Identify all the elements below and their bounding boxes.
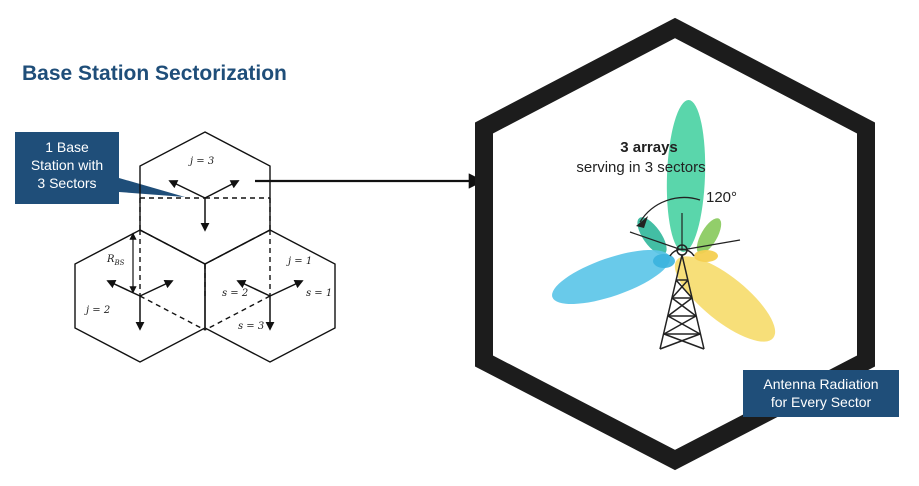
- callout-base-station: 1 Base Station with 3 Sectors: [15, 132, 119, 204]
- sector-arrows-top: [168, 180, 240, 232]
- angle-arc: [639, 196, 701, 223]
- page-title: Base Station Sectorization: [22, 62, 287, 85]
- callout-right-line1: Antenna Radiation: [763, 376, 879, 392]
- callout-left-line3: 3 Sectors: [37, 175, 97, 191]
- antenna-text-line2: serving in 3 sectors: [576, 159, 705, 176]
- label-j2: j = 2: [84, 305, 110, 316]
- callout-left-line2: Station with: [30, 157, 104, 173]
- callout-left-line1: 1 Base: [45, 139, 89, 155]
- sector-arrows-left: [106, 279, 174, 331]
- angle-label: 120°: [706, 189, 737, 206]
- label-s3: s = 3: [238, 321, 264, 332]
- label-j1: j = 1: [286, 256, 312, 267]
- large-hex-frame: [475, 17, 875, 471]
- antenna-tower-icon: [659, 244, 705, 350]
- radiation-lobes: [552, 100, 776, 342]
- callout-left-pointer: [119, 178, 185, 197]
- antenna-sector-lines: [629, 213, 741, 251]
- label-j3: j = 3: [188, 156, 214, 167]
- angle-arc-arrowhead: [636, 216, 648, 228]
- antenna-text-line1: 3 arrays: [620, 139, 678, 156]
- callout-right-line2: for Every Sector: [770, 394, 872, 410]
- label-s1: s = 1: [306, 288, 332, 299]
- callout-antenna-radiation: Antenna Radiation for Every Sector: [743, 370, 899, 417]
- sector-boundaries: [139, 197, 271, 331]
- label-rbs: RBS: [106, 254, 125, 267]
- sector-arrows-right: [236, 279, 304, 331]
- label-s2: s = 2: [222, 288, 248, 299]
